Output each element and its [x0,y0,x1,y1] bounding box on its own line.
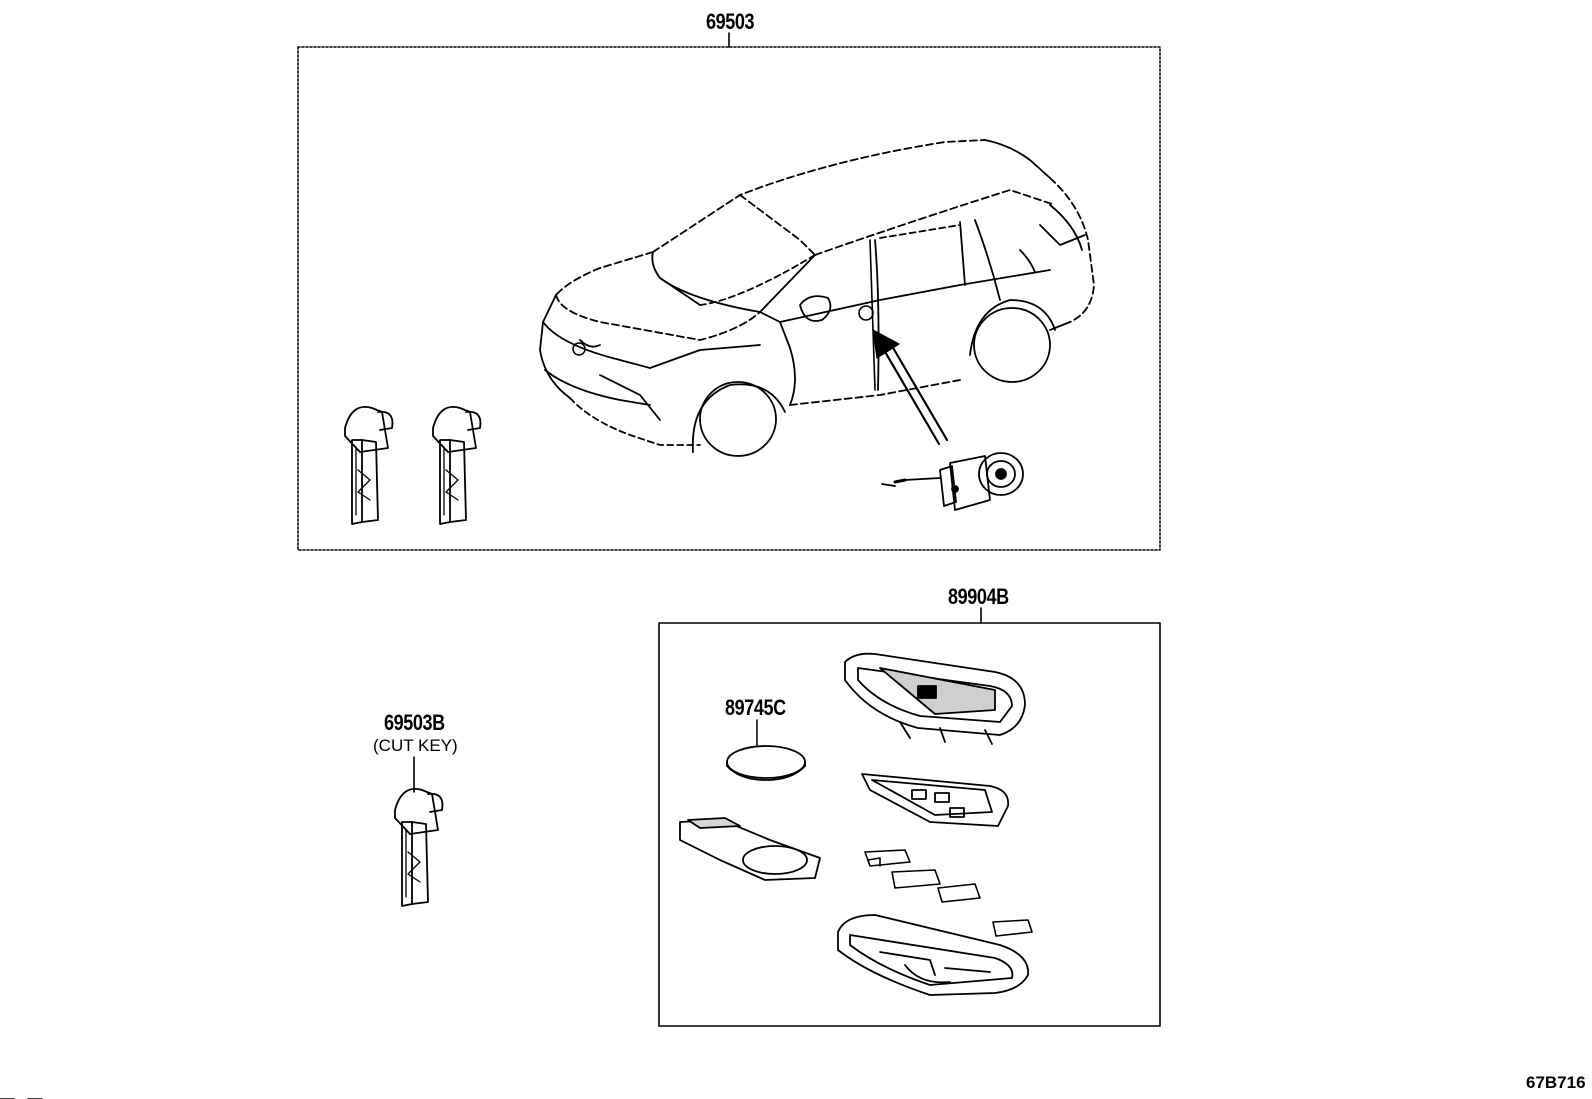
fob-bottom-case-icon [837,914,1029,996]
illustration-code: 67B716 [1526,1073,1586,1092]
cut-key-note: (CUT KEY) [373,736,458,755]
door-lock-cylinder-icon [881,452,1024,511]
key-blade-icon [344,406,394,525]
key-blade-icon [432,406,482,525]
coin-cell-battery-icon [726,719,806,781]
key-blade-icon [394,788,444,907]
fob-inner-case-icon [861,773,1010,827]
callout-cut-key: 69503B [384,710,445,735]
callout-battery: 89745C [725,695,786,720]
key-set-frame [297,32,1161,551]
suv-outline-icon [539,139,1095,457]
callout-key-set: 69503 [706,9,755,34]
fob-button-parts-icon [864,849,1033,937]
cylinder-pointer-arrow [872,329,949,446]
smart-key-fob-icon [844,652,1026,745]
transmitter-frame [658,607,1161,1027]
callout-transmitter: 89904B [948,584,1009,609]
fob-circuit-board-icon [679,817,821,881]
